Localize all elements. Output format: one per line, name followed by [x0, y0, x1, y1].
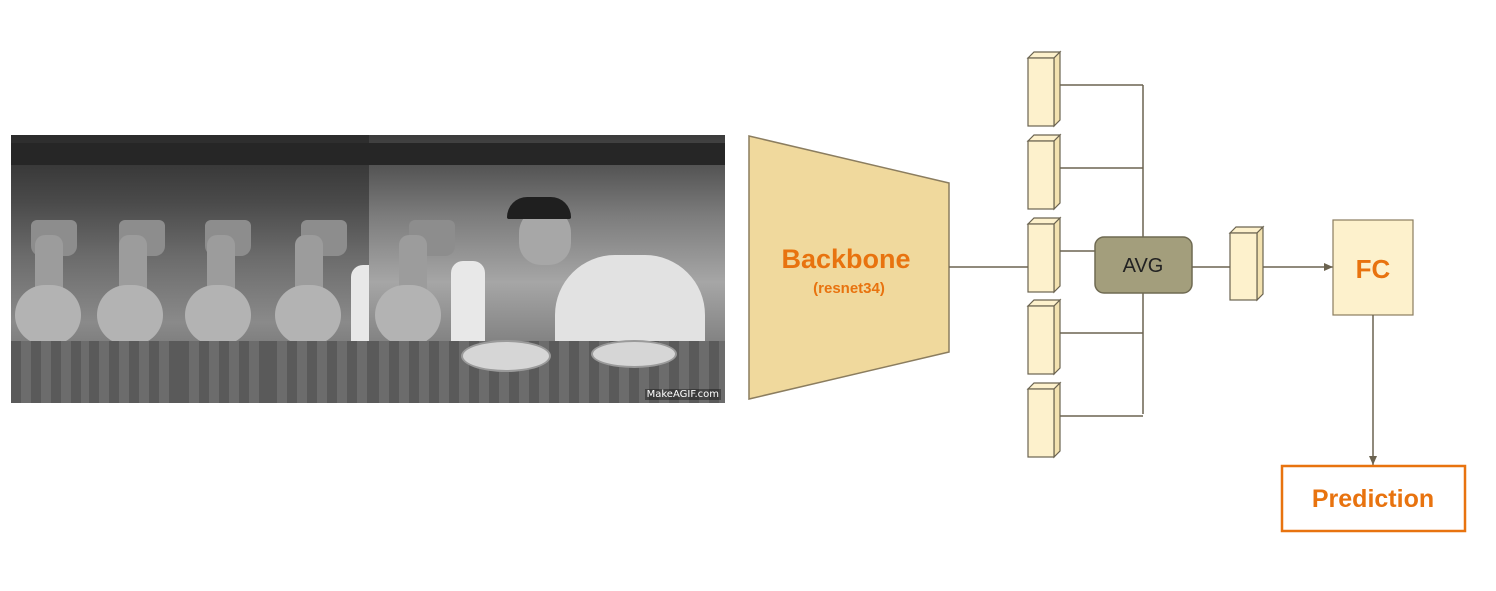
feature-vector-icon	[1026, 133, 1062, 211]
video-frame	[11, 135, 91, 403]
pooled-feature-icon	[1228, 225, 1265, 302]
video-frames-strip: MakeAGIF.com	[11, 135, 725, 403]
feature-vector-icon	[1026, 216, 1062, 294]
backbone-block	[748, 135, 950, 400]
prediction-box	[1280, 464, 1467, 533]
avg-label: AVG	[1123, 255, 1164, 277]
backbone-subtitle: (resnet34)	[813, 280, 885, 297]
fc-label: FC	[1356, 254, 1391, 284]
feature-vector-icon	[1026, 381, 1062, 459]
watermark: MakeAGIF.com	[644, 389, 721, 400]
backbone-title: Backbone	[781, 244, 910, 274]
video-frame	[89, 135, 181, 403]
prediction-label: Prediction	[1312, 485, 1434, 513]
feature-vector-icon	[1026, 50, 1062, 128]
feature-vector-icon	[1026, 298, 1062, 376]
video-frame	[267, 135, 371, 403]
video-frame	[179, 135, 269, 403]
avg-box	[1094, 236, 1193, 294]
video-frame: MakeAGIF.com	[369, 135, 725, 403]
